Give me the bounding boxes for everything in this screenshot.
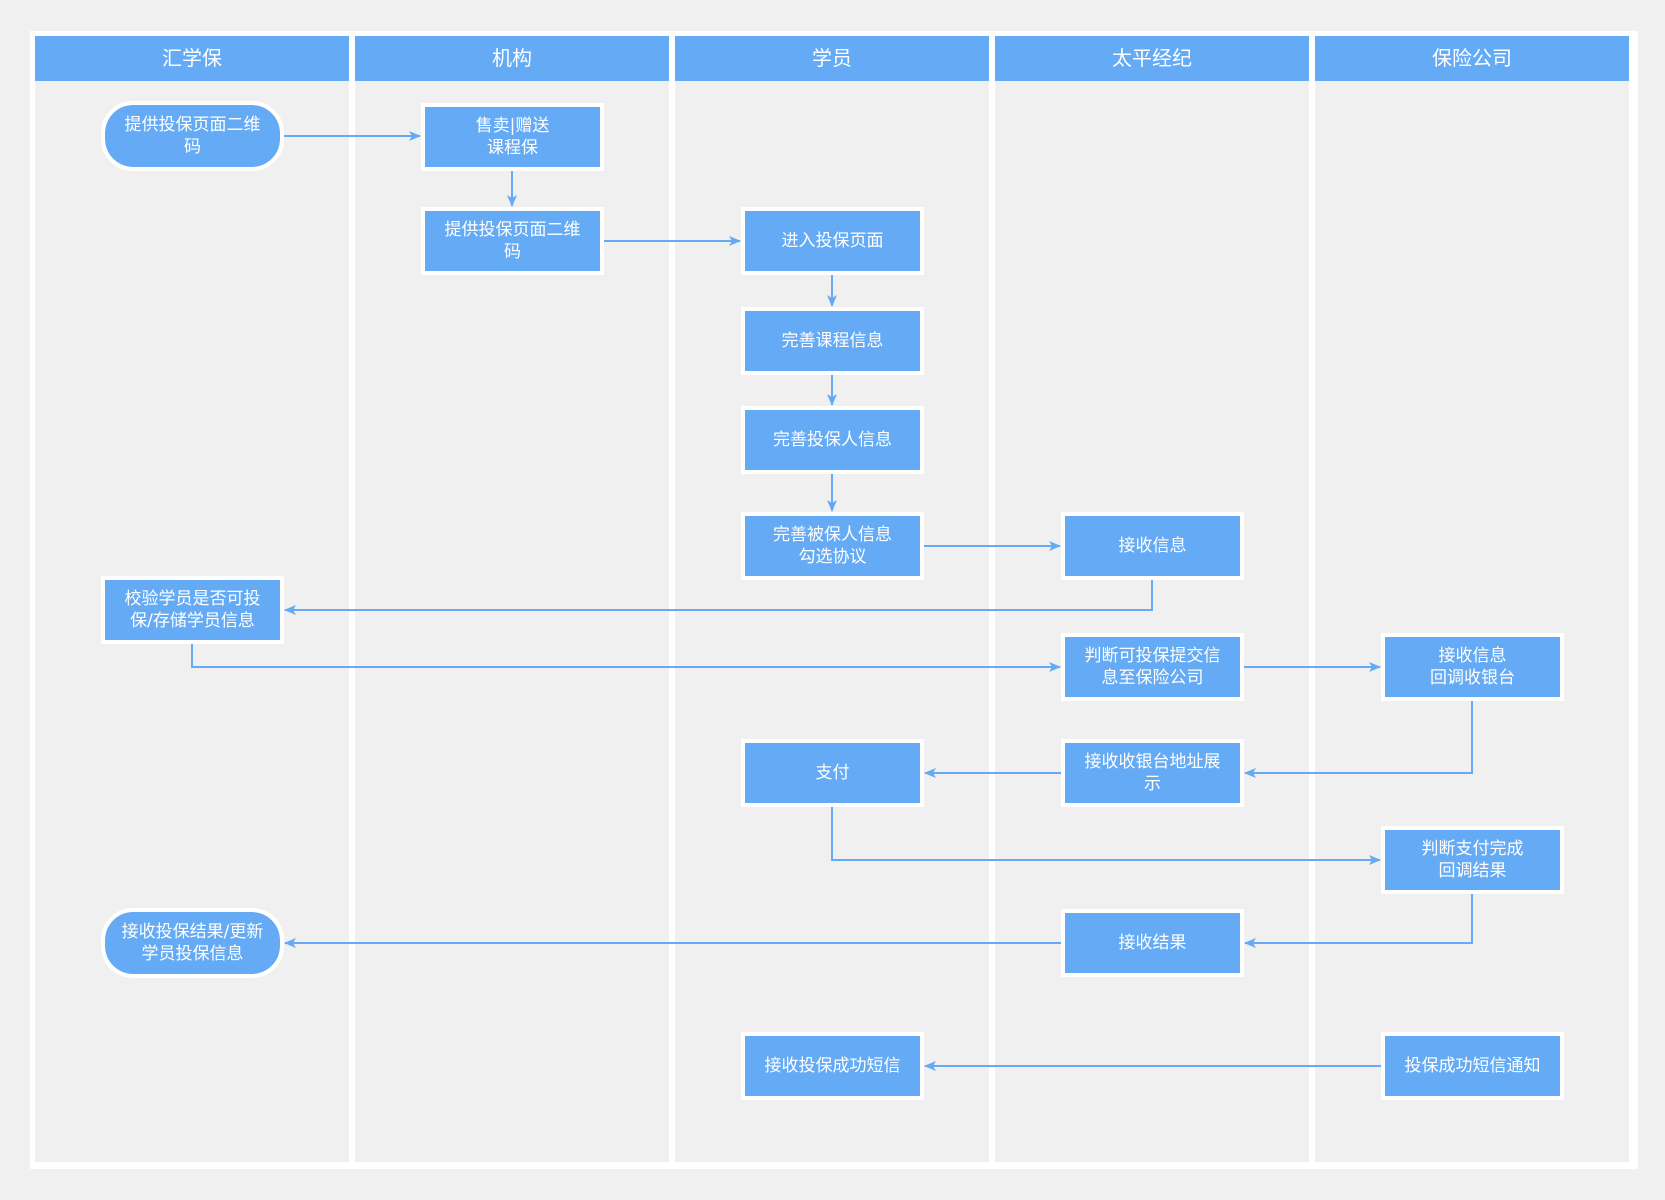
lane-header-jigou: 机构 [355,36,669,81]
lane-baoxian: 保险公司 [1315,36,1629,1162]
node-xy-course: 完善课程信息 [741,307,924,375]
edge-bx_receive-to-tp_cashier [1244,697,1473,778]
node-bx-paydone: 判断支付完成 回调结果 [1381,826,1564,894]
node-xy-enter: 进入投保页面 [741,207,924,275]
node-hxb-update: 接收投保结果/更新 学员投保信息 [101,908,284,978]
edge-tp_receive-to-hxb_verify [284,576,1153,615]
node-xy-insured: 完善被保人信息 勾选协议 [741,512,924,580]
node-hxb-verify: 校验学员是否可投 保/存储学员信息 [101,576,284,644]
edge-xy_pay-to-bx_paydone [831,803,1381,865]
node-xy-pay: 支付 [741,739,924,807]
lane-header-huixuebao: 汇学保 [35,36,349,81]
node-xy-sms: 接收投保成功短信 [741,1032,924,1100]
node-jg-sell: 售卖|赠送 课程保 [421,103,604,171]
node-tp-result: 接收结果 [1061,909,1244,977]
node-xy-holder: 完善投保人信息 [741,406,924,474]
node-tp-receive: 接收信息 [1061,512,1244,580]
node-bx-receive: 接收信息 回调收银台 [1381,633,1564,701]
node-tp-judge: 判断可投保提交信 息至保险公司 [1061,633,1244,701]
node-jg-qrcode: 提供投保页面二维 码 [421,207,604,275]
lane-header-taiping: 太平经纪 [995,36,1309,81]
node-tp-cashier: 接收收银台地址展 示 [1061,739,1244,807]
lane-header-xueyuan: 学员 [675,36,989,81]
lane-xueyuan: 学员 [675,36,989,1162]
node-hxb-qrcode: 提供投保页面二维 码 [101,101,284,171]
node-bx-sms: 投保成功短信通知 [1381,1032,1564,1100]
edge-hxb_verify-to-tp_judge [191,640,1061,672]
lane-header-baoxian: 保险公司 [1315,36,1629,81]
edge-bx_paydone-to-tp_result [1244,890,1473,948]
